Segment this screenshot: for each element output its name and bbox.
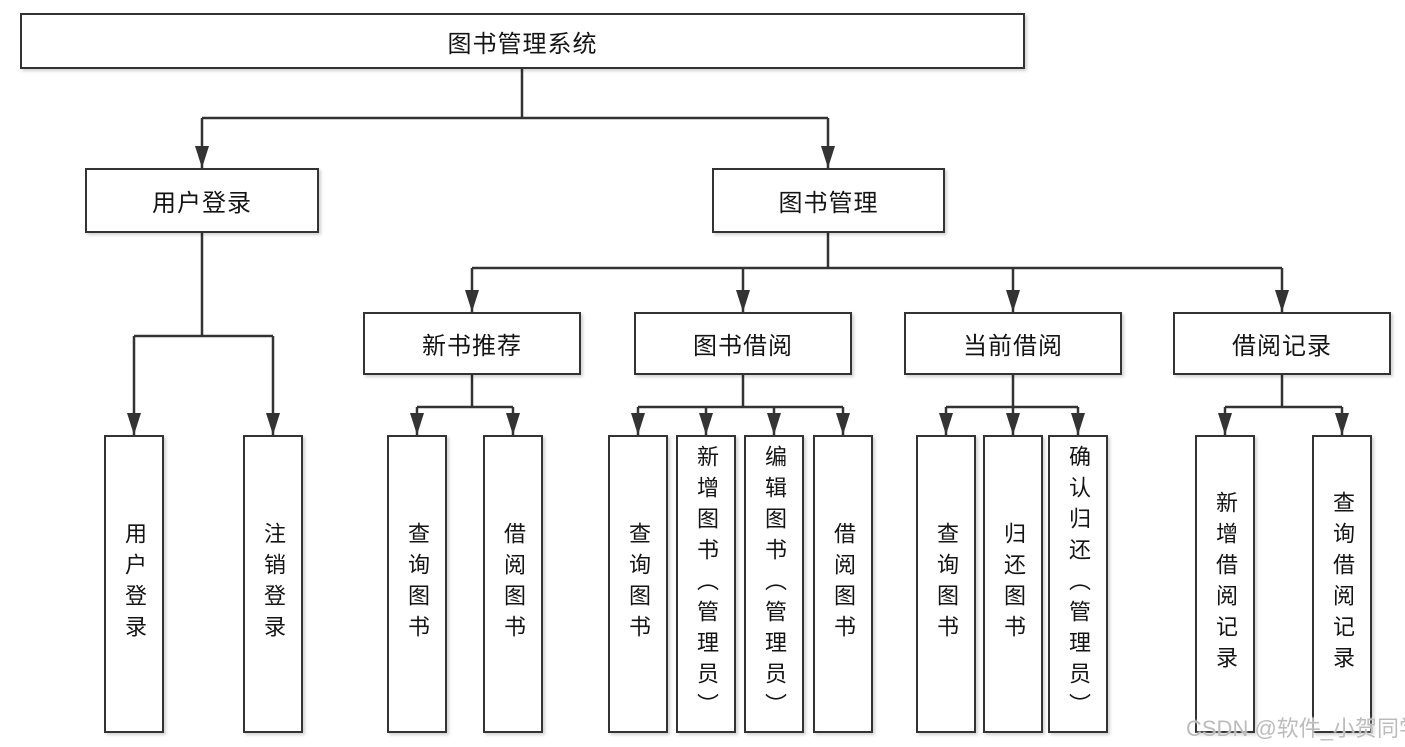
leaf-recommend-query-books: 查询图书 [387, 435, 447, 733]
node-current-borrow-label: 当前借阅 [963, 333, 1063, 360]
csdn-watermark: CSDN @软件_小贺同学 [1186, 716, 1405, 741]
node-system-root-label: 图书管理系统 [447, 30, 598, 58]
new-book-recommend-children-connector [410, 375, 520, 435]
leaf-records-add-record: 新增借阅记录 [1195, 435, 1255, 733]
node-user-login-label: 用户登录 [152, 190, 252, 217]
leaf-current-query-books: 查询图书 [916, 435, 976, 733]
leaf-recommend-borrow-books: 借阅图书 [483, 435, 543, 733]
node-new-book-recommend-label: 新书推荐 [422, 333, 522, 360]
node-new-book-recommend: 新书推荐 [363, 312, 581, 375]
leaf-borrow-edit-books-admin-label: 编辑图书（管理员） [762, 444, 787, 724]
leaf-current-confirm-return-admin: 确认归还（管理员） [1048, 435, 1108, 733]
node-system-root: 图书管理系统 [20, 13, 1025, 69]
leaf-borrow-query-books: 查询图书 [608, 435, 668, 733]
leaf-recommend-query-books-label: 查询图书 [405, 522, 430, 646]
leaf-logout-label: 注销登录 [261, 522, 286, 646]
user-login-children-connector [127, 233, 280, 435]
leaf-records-query-record: 查询借阅记录 [1312, 435, 1372, 733]
current-borrow-children-connector [939, 375, 1085, 435]
leaf-borrow-edit-books-admin: 编辑图书（管理员） [744, 435, 804, 733]
leaf-user-login-label: 用户登录 [122, 522, 147, 646]
node-book-management-label: 图书管理 [778, 190, 879, 217]
root-to-level1-connector [195, 69, 835, 168]
leaf-borrow-borrow-books-label: 借阅图书 [831, 522, 856, 646]
leaf-user-login: 用户登录 [104, 435, 164, 733]
book-management-children-connector [465, 233, 1289, 312]
borrow-records-children-connector [1218, 375, 1349, 435]
node-current-borrow: 当前借阅 [904, 312, 1122, 375]
node-borrow-records-label: 借阅记录 [1232, 333, 1332, 360]
book-borrow-children-connector [631, 375, 850, 435]
leaf-borrow-add-books-admin: 新增图书（管理员） [676, 435, 736, 733]
leaf-logout: 注销登录 [243, 435, 303, 733]
node-book-borrow: 图书借阅 [634, 312, 852, 375]
node-book-management: 图书管理 [712, 168, 945, 233]
leaf-borrow-add-books-admin-label: 新增图书（管理员） [694, 444, 719, 724]
leaf-current-return-books-label: 归还图书 [1001, 522, 1026, 646]
leaf-borrow-query-books-label: 查询图书 [626, 522, 651, 646]
node-borrow-records: 借阅记录 [1173, 312, 1391, 375]
node-book-borrow-label: 图书借阅 [693, 333, 793, 360]
leaf-current-return-books: 归还图书 [983, 435, 1043, 733]
leaf-borrow-borrow-books: 借阅图书 [813, 435, 873, 733]
leaf-records-add-record-label: 新增借阅记录 [1213, 491, 1238, 677]
leaf-current-query-books-label: 查询图书 [934, 522, 959, 646]
leaf-current-confirm-return-admin-label: 确认归还（管理员） [1066, 444, 1091, 724]
leaf-records-query-record-label: 查询借阅记录 [1330, 491, 1355, 677]
node-user-login: 用户登录 [85, 168, 319, 233]
leaf-recommend-borrow-books-label: 借阅图书 [501, 522, 526, 646]
